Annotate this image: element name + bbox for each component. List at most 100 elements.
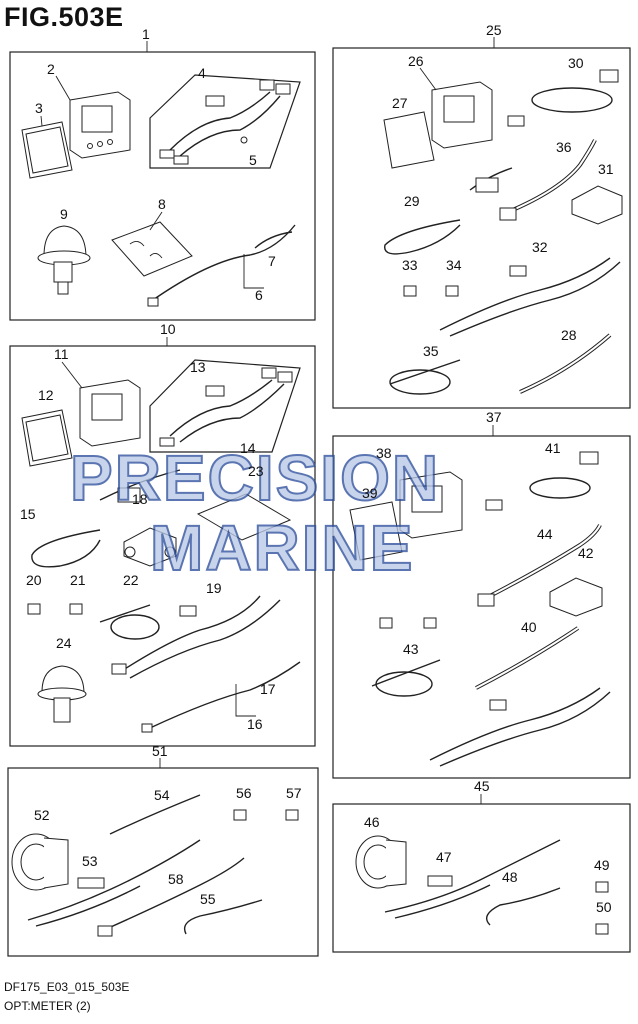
part-label-58: 58 — [168, 871, 184, 887]
part-label-49: 49 — [594, 857, 610, 873]
cable-43 — [371, 659, 441, 697]
multi-function-meter-11 — [79, 379, 141, 447]
cable-28 — [519, 333, 612, 394]
sensor-9 — [37, 225, 91, 295]
part-label-18: 18 — [132, 491, 148, 507]
meter-cover-12 — [21, 409, 73, 467]
meter-cover-39 — [349, 501, 403, 561]
part-label-43: 43 — [403, 641, 419, 657]
harness-4 — [149, 74, 301, 169]
part-label-48: 48 — [502, 869, 518, 885]
part-label-41: 41 — [545, 440, 561, 456]
meter-cover-27 — [383, 111, 435, 169]
cable-48 — [486, 887, 561, 926]
cable-35 — [389, 359, 461, 395]
part-label-56: 56 — [236, 785, 252, 801]
part-label-32: 32 — [532, 239, 548, 255]
part-label-31: 31 — [598, 161, 614, 177]
part-label-14: 14 — [240, 440, 256, 456]
part-label-57: 57 — [286, 785, 302, 801]
cable-54 — [109, 794, 201, 835]
part-label-29: 29 — [404, 193, 420, 209]
part-label-54: 54 — [154, 787, 170, 803]
part-label-11: 11 — [54, 346, 69, 362]
figure-title: FIG.503E — [4, 2, 124, 32]
harness-32-upper — [439, 257, 621, 337]
group-label: 45 — [474, 778, 490, 794]
part-label-9: 9 — [60, 206, 68, 222]
gauge-52 — [11, 833, 69, 891]
group-label: 10 — [160, 321, 176, 337]
part-label-42: 42 — [578, 545, 594, 561]
part-label-3: 3 — [35, 100, 43, 116]
part-label-28: 28 — [561, 327, 577, 343]
group-box-25 — [332, 47, 631, 409]
sender-bag-23 — [196, 493, 292, 541]
watermark-line1: PRECISION — [70, 442, 440, 514]
cable-22 — [99, 604, 160, 640]
part-label-50: 50 — [596, 899, 612, 915]
part-label-39: 39 — [362, 485, 378, 501]
part-label-33: 33 — [402, 257, 418, 273]
part-label-21: 21 — [70, 572, 86, 588]
meter-cover-3 — [21, 121, 73, 179]
t-connector-42 — [549, 577, 603, 617]
part-label-13: 13 — [190, 359, 206, 375]
part-label-27: 27 — [392, 95, 408, 111]
part-label-5: 5 — [249, 152, 257, 168]
harness-19 — [111, 595, 281, 679]
cable-15 — [31, 469, 181, 568]
watermark-line2: MARINE — [150, 512, 414, 584]
harness-47 — [384, 839, 561, 919]
part-label-52: 52 — [34, 807, 50, 823]
caps-56-57 — [233, 809, 299, 821]
t-connector-31 — [571, 185, 623, 225]
gauge-46 — [355, 835, 407, 889]
part-label-34: 34 — [446, 257, 462, 273]
caps-20-21 — [27, 603, 83, 615]
group-box-10 — [9, 345, 316, 747]
part-label-53: 53 — [82, 853, 98, 869]
part-label-30: 30 — [568, 55, 584, 71]
part-label-12: 12 — [38, 387, 54, 403]
cable-7 — [147, 224, 296, 307]
part-label-2: 2 — [47, 61, 55, 77]
group-label: 51 — [152, 743, 168, 759]
part-label-16: 16 — [247, 716, 263, 732]
part-label-23: 23 — [248, 463, 264, 479]
group-box-45 — [332, 803, 631, 953]
part-label-20: 20 — [26, 572, 42, 588]
sensor-24 — [37, 665, 87, 723]
harness-32-lower — [429, 687, 611, 767]
part-label-15: 15 — [20, 506, 36, 522]
diagram-description: OPT:METER (2) — [4, 999, 91, 1013]
group-box-37 — [332, 435, 631, 779]
part-label-35: 35 — [423, 343, 439, 359]
sender-bag-8 — [111, 221, 193, 277]
caps-33-34-lower — [379, 617, 437, 629]
cable-40 — [475, 626, 580, 690]
part-label-19: 19 — [206, 580, 222, 596]
part-label-44: 44 — [537, 526, 553, 542]
group-label: 1 — [142, 26, 150, 42]
part-label-47: 47 — [436, 849, 452, 865]
group-label: 37 — [486, 409, 502, 425]
part-label-8: 8 — [158, 196, 166, 212]
caps-49-50 — [595, 881, 609, 935]
harness-58 — [97, 857, 245, 937]
multi-function-meter-26 — [431, 81, 493, 149]
part-label-46: 46 — [364, 814, 380, 830]
cable-55 — [183, 899, 263, 935]
cable-29 — [384, 167, 513, 255]
part-label-6: 6 — [255, 287, 263, 303]
multi-function-meter-2 — [69, 91, 131, 159]
part-label-55: 55 — [200, 891, 216, 907]
cable-41 — [485, 451, 599, 511]
part-label-24: 24 — [56, 635, 72, 651]
multi-function-meter-38 — [399, 471, 463, 539]
part-label-22: 22 — [123, 572, 139, 588]
cable-17 — [141, 661, 301, 733]
group-box-51 — [7, 767, 319, 957]
part-label-17: 17 — [260, 681, 276, 697]
